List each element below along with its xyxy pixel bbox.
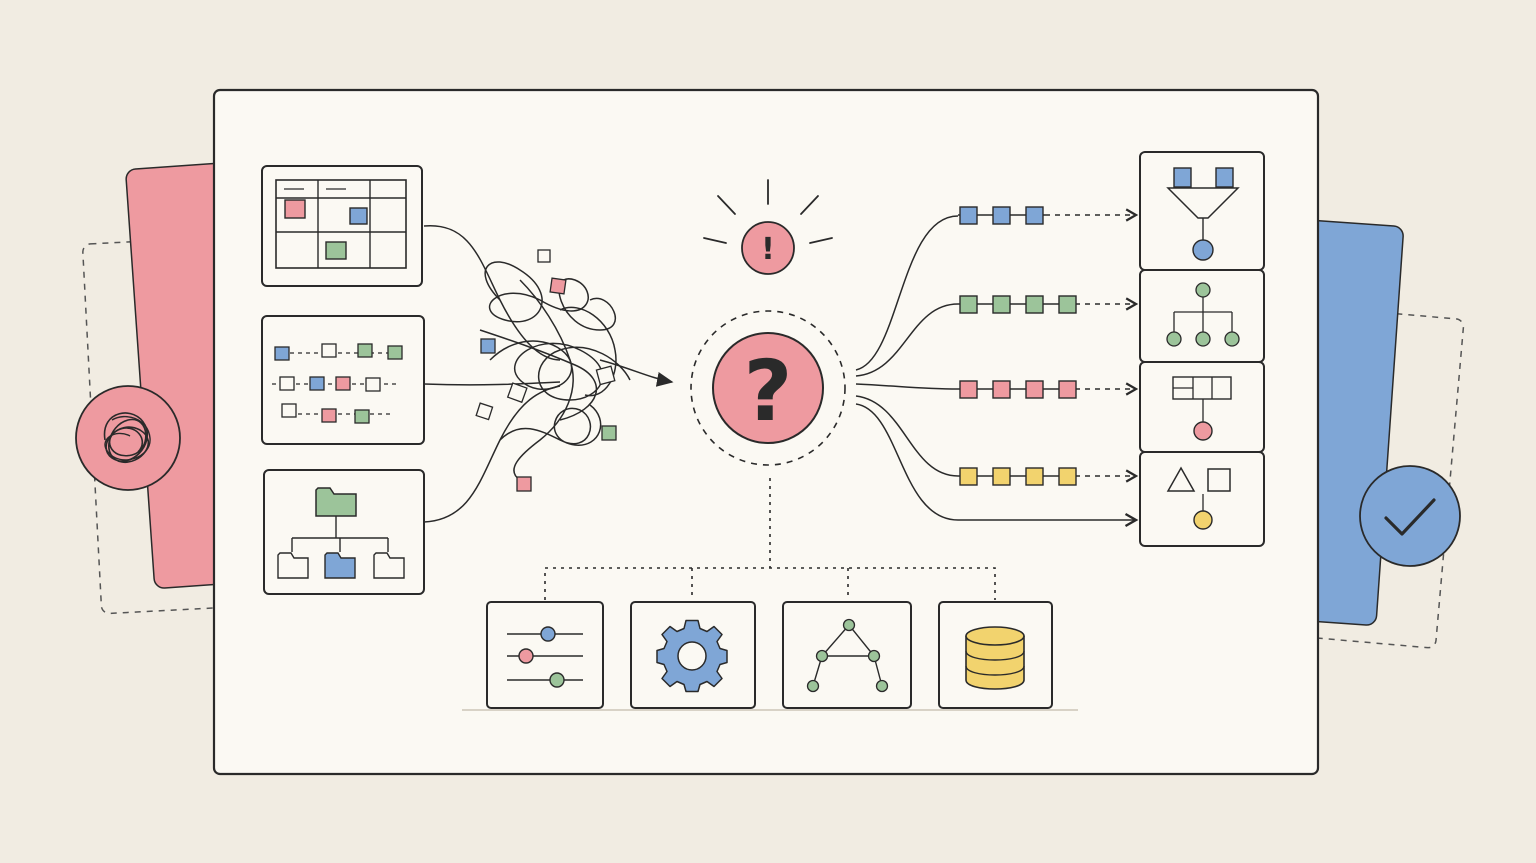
exclamation-glyph: !: [761, 232, 775, 267]
funnel-output-icon: [1139, 151, 1265, 271]
tool-connectors: [544, 478, 996, 600]
shapes-output-icon: [1139, 451, 1265, 547]
tangled-flow: [423, 225, 674, 523]
checkmark-icon: [1359, 465, 1461, 567]
output-chain-green: [958, 295, 1139, 314]
question-glyph: ?: [744, 342, 793, 440]
output-chain-yellow: [958, 467, 1139, 486]
table-output-icon: [1139, 361, 1265, 453]
output-connectors: [855, 215, 1139, 528]
output-chain-blue: [958, 206, 1139, 225]
question-icon: ?: [690, 310, 846, 466]
hierarchy-output-icon: [1139, 269, 1265, 363]
floating-squares: [475, 249, 617, 492]
tangle-icon: [75, 385, 181, 491]
scattered-items-icon: [261, 315, 425, 445]
folder-tree-icon: [263, 469, 425, 595]
database-icon: [938, 601, 1053, 709]
graph-nodes-icon: [782, 601, 912, 709]
exclamation-icon: !: [703, 179, 833, 275]
output-chain-pink: [958, 380, 1139, 399]
sliders-icon: [486, 601, 604, 709]
gear-icon: [630, 601, 756, 709]
grid-board-icon: [261, 165, 423, 287]
